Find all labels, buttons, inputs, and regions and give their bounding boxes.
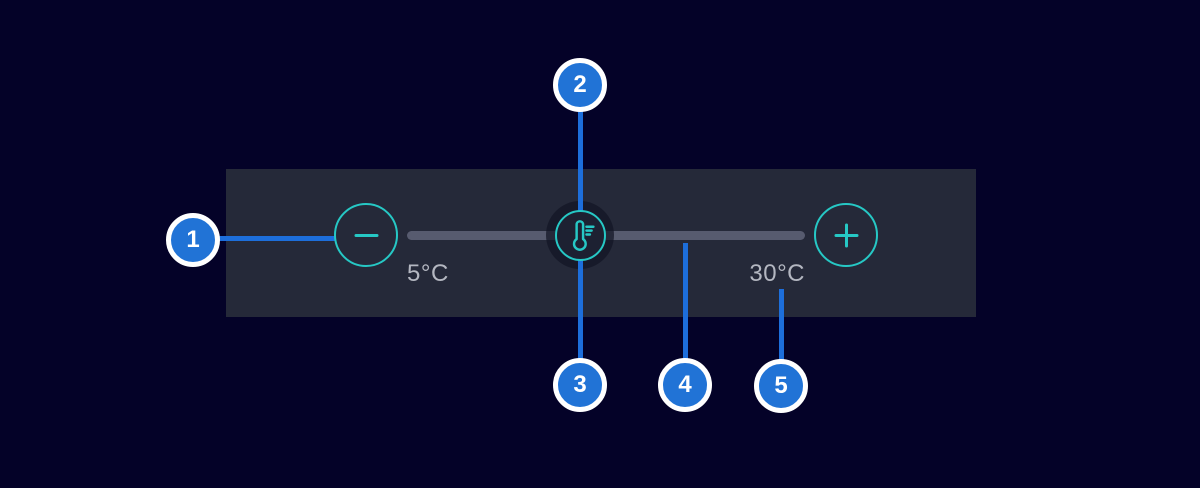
callout-badge-2: 2 xyxy=(553,58,607,112)
callout-badge-5: 5 xyxy=(754,359,808,413)
callout-badge-3: 3 xyxy=(553,358,607,412)
callout-line-4 xyxy=(683,243,688,360)
callout-line-3 xyxy=(578,258,583,360)
callout-number: 3 xyxy=(573,371,587,398)
plus-icon xyxy=(833,222,860,249)
callout-number: 2 xyxy=(573,71,587,98)
decrease-temperature-button[interactable] xyxy=(334,203,398,267)
increase-temperature-button[interactable] xyxy=(814,203,878,267)
callout-badge-4: 4 xyxy=(658,358,712,412)
thermometer-icon xyxy=(565,220,596,251)
temperature-slider-handle[interactable] xyxy=(555,210,606,261)
callout-line-5 xyxy=(779,289,784,361)
callout-line-2 xyxy=(578,109,583,213)
callout-number: 1 xyxy=(186,226,200,253)
min-temperature-label: 5°C xyxy=(407,260,449,287)
max-temperature-label: 30°C xyxy=(749,260,805,287)
callout-badge-1: 1 xyxy=(166,213,220,267)
callout-number: 5 xyxy=(774,372,788,399)
callout-line-1 xyxy=(219,236,337,241)
callout-number: 4 xyxy=(678,371,692,398)
minus-icon xyxy=(353,222,380,249)
